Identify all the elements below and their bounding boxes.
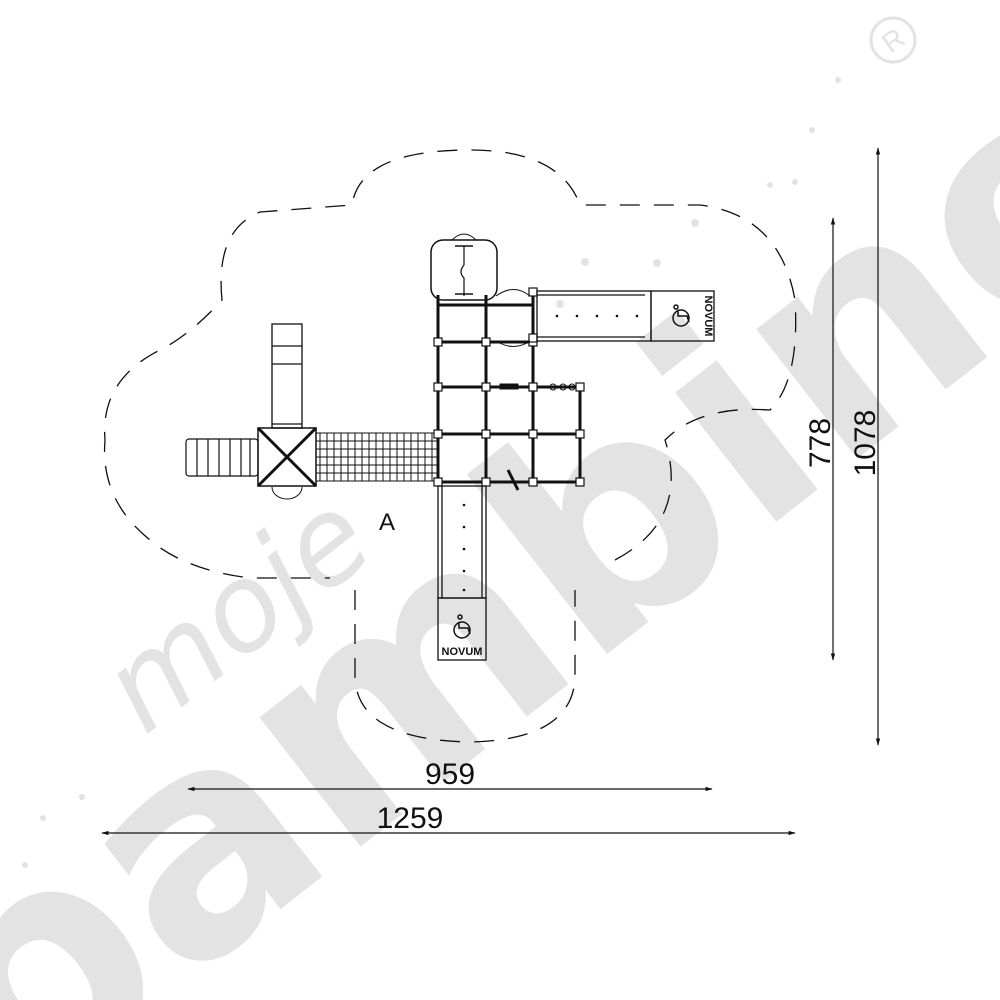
dimension-height-inner: 778 bbox=[804, 217, 837, 661]
dimension-width-inner: 959 bbox=[187, 758, 713, 792]
svg-text:959: 959 bbox=[425, 758, 475, 791]
novum-label-south: NOVUM bbox=[442, 646, 483, 658]
svg-text:778: 778 bbox=[804, 418, 837, 468]
svg-text:R: R bbox=[876, 22, 910, 59]
slide-north bbox=[271, 323, 303, 429]
svg-text:1259: 1259 bbox=[377, 802, 444, 835]
roof-tower-north bbox=[430, 233, 531, 347]
novum-label-east: NOVUM bbox=[702, 296, 714, 337]
steps-west bbox=[185, 438, 259, 477]
svg-text:1078: 1078 bbox=[849, 410, 882, 477]
ramp-east bbox=[536, 290, 715, 342]
dimension-height-outer: 1078 bbox=[849, 147, 882, 746]
wheelchair-accessible-icon bbox=[672, 304, 690, 327]
ramp-south bbox=[437, 485, 487, 661]
wheelchair-accessible-icon bbox=[453, 614, 471, 639]
dimension-width-outer: 1259 bbox=[101, 802, 796, 836]
zone-label: A bbox=[379, 509, 395, 536]
safety-zone-outline bbox=[103, 149, 797, 743]
deck-details bbox=[499, 383, 576, 491]
